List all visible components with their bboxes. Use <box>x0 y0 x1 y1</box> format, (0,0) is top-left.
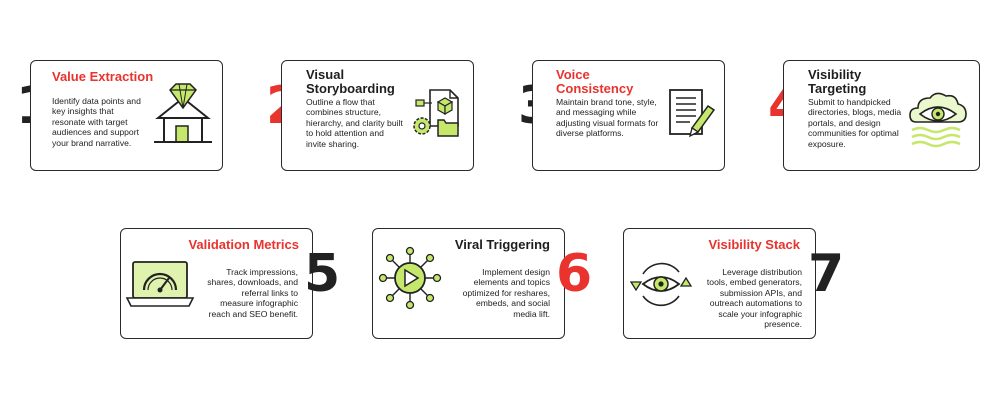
step-text-2: Outline a flow that combines structure, … <box>306 97 403 149</box>
step-title-7: Visibility Stack <box>708 237 800 252</box>
step-number-5: 5 <box>304 244 340 304</box>
play-network-icon <box>378 246 442 310</box>
step-card-1 <box>30 60 223 171</box>
document-pen-icon <box>669 89 716 138</box>
cloud-eye-icon <box>909 92 967 148</box>
storyboard-icon <box>413 89 459 137</box>
step-number-7: 7 <box>808 244 844 304</box>
step-title-6: Viral Triggering <box>454 237 550 252</box>
step-title-1: Value Extraction <box>52 69 154 84</box>
step-title-4: Visibility Targeting <box>808 67 867 96</box>
step-card-7 <box>623 228 816 339</box>
diamond-house-icon <box>154 83 212 143</box>
step-text-7: Leverage distribution tools, embed gener… <box>706 267 802 330</box>
step-text-5: Track impressions, shares, downloads, an… <box>207 267 298 319</box>
step-number-6: 6 <box>556 244 592 304</box>
step-text-3: Maintain brand tone, style, and messagin… <box>556 97 659 139</box>
step-text-6: Implement design elements and topics opt… <box>462 267 550 319</box>
step-title-2: Visual Storyboarding <box>306 67 395 96</box>
laptop-gauge-icon <box>125 261 195 307</box>
step-text-4: Submit to handpicked directories, blogs,… <box>808 97 902 149</box>
eye-arrows-icon <box>629 262 693 307</box>
step-title-5: Validation Metrics <box>188 237 299 252</box>
step-text-1: Identify data points and key insights th… <box>52 96 141 148</box>
step-title-3: Voice Consistency <box>556 67 634 96</box>
